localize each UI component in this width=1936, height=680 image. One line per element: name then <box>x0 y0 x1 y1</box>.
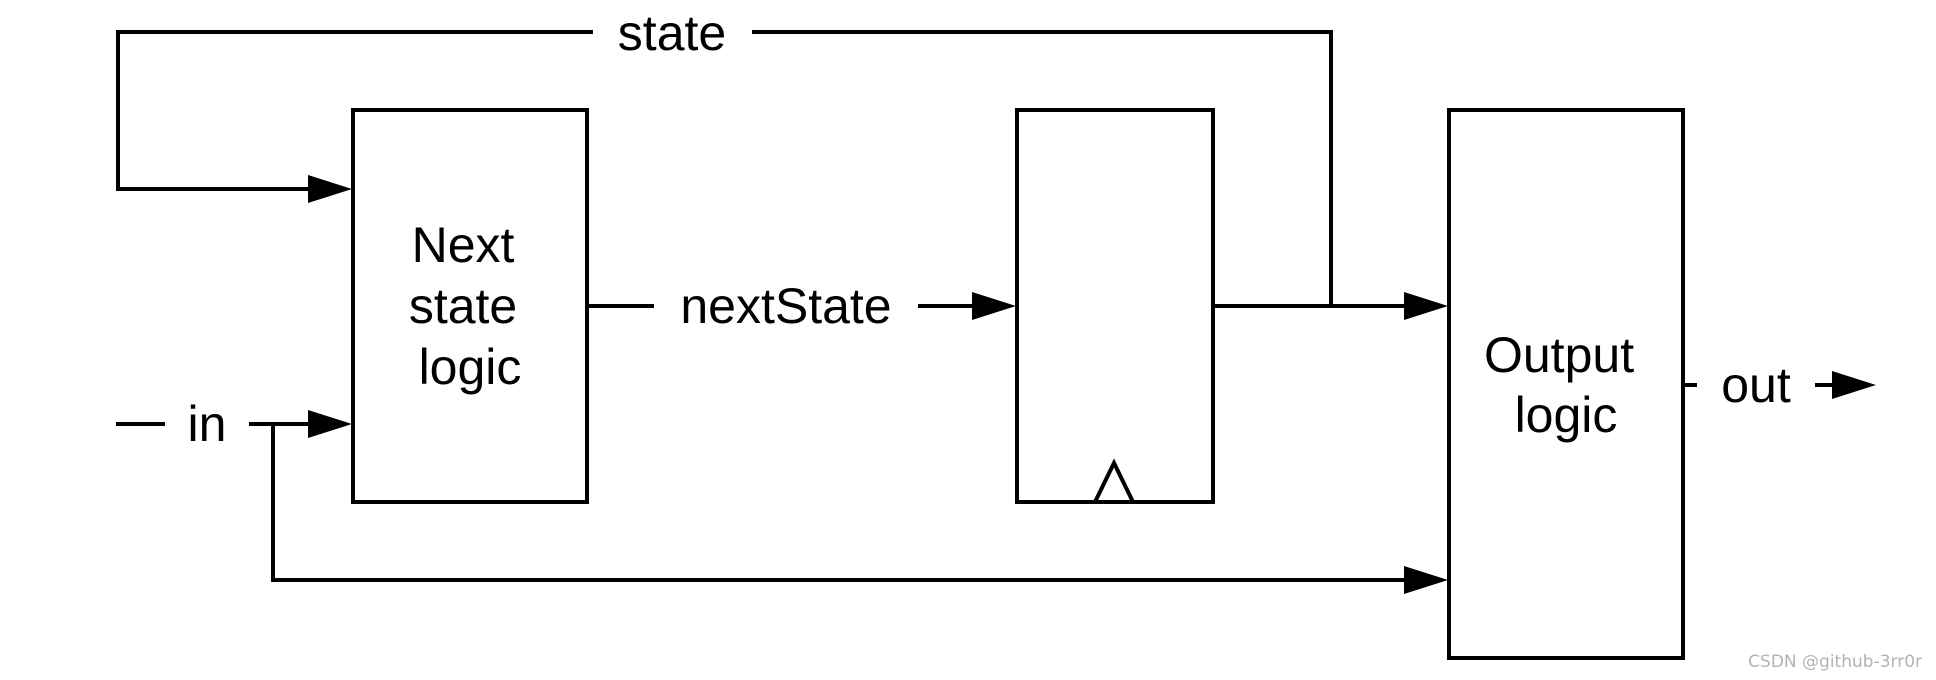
watermark: CSDN @github-3rr0r <box>1748 652 1922 672</box>
next-state-logic-line-2: state <box>409 278 517 334</box>
output-logic-block <box>1447 108 1685 660</box>
output-logic-label: Output logic <box>1484 327 1648 443</box>
input-signal-label: in <box>188 396 227 452</box>
next-state-signal-label: nextState <box>680 278 891 334</box>
state-to-next-state-arrow <box>308 175 352 203</box>
state-feedback-wire <box>752 30 1333 308</box>
input-to-output-wire <box>271 424 1406 582</box>
output-signal-label: out <box>1721 357 1791 413</box>
output-logic-line-2: logic <box>1515 387 1618 443</box>
next-state-logic-line-3: logic <box>419 339 522 395</box>
clock-edge-symbol <box>1093 458 1135 503</box>
next-state-to-register-arrow <box>972 292 1016 320</box>
input-to-output-arrow <box>1404 566 1448 594</box>
next-state-logic-line-1: Next <box>412 217 515 273</box>
state-signal-label: state <box>618 5 726 61</box>
output-logic-line-1: Output <box>1484 327 1634 383</box>
input-to-next-state-arrow <box>308 410 352 438</box>
state-register-block <box>1015 108 1215 504</box>
output-arrow <box>1832 371 1876 399</box>
state-to-output-arrow <box>1404 292 1448 320</box>
next-state-logic-label: Next state logic <box>409 217 531 395</box>
state-feedback-wire-left <box>116 30 593 191</box>
